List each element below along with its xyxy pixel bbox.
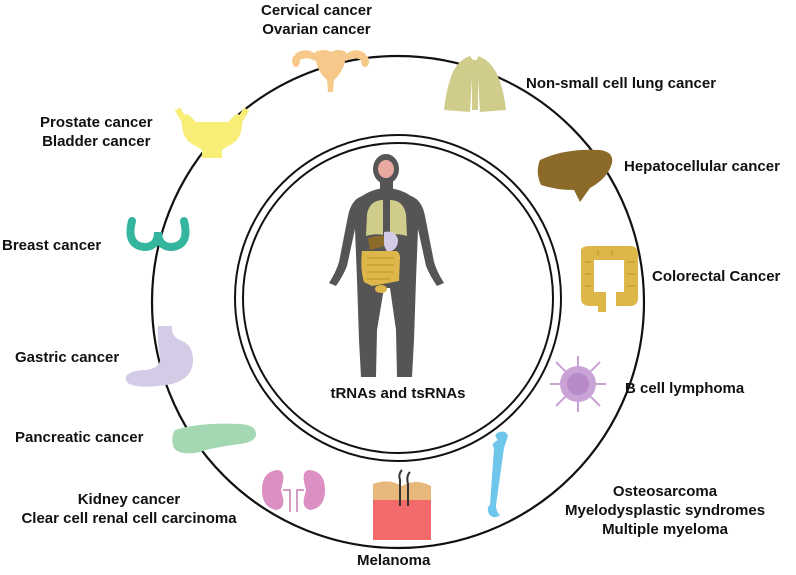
inner-ring-outer [234,134,562,462]
label-pancreatic: Pancreatic cancer [15,429,144,446]
label-kidney: Kidney cancer Clear cell renal cell carc… [21,491,237,527]
human-body-icon [329,154,444,377]
bladder-icon [174,107,250,158]
kidney-icon [262,470,325,512]
center-title: tRNAs and tsRNAs [330,385,466,402]
outer-ring [150,54,646,550]
pancreas-icon [172,423,256,454]
liver-icon [537,149,613,202]
label-colorectal: Colorectal Cancer [652,268,781,285]
label-melanoma: Melanoma [357,552,431,569]
breast-icon [126,217,190,252]
colon-icon [580,246,638,312]
bone-icon [487,431,508,518]
label-bone-cancers: Osteosarcoma Myelodysplastic syndromes M… [565,483,766,538]
label-lymphoma: B cell lymphoma [625,380,745,397]
body-stomach-icon [383,231,398,252]
lymphocyte-icon [550,356,606,412]
body-lungs-icon [366,200,407,236]
label-cervical-ovarian: Cervical cancer Ovarian cancer [261,2,372,38]
skin-icon [373,469,431,540]
inner-ring-inner [242,142,554,454]
uterus-icon [292,50,369,92]
label-hepatocellular: Hepatocellular cancer [624,158,780,175]
lung-icon [444,56,506,112]
label-prostate-bladder: Prostate cancer Bladder cancer [40,114,153,150]
label-breast: Breast cancer [2,237,102,254]
body-intestine-icon [361,251,400,286]
label-gastric: Gastric cancer [15,349,120,366]
label-lung: Non-small cell lung cancer [526,75,717,92]
stomach-icon [125,326,194,387]
